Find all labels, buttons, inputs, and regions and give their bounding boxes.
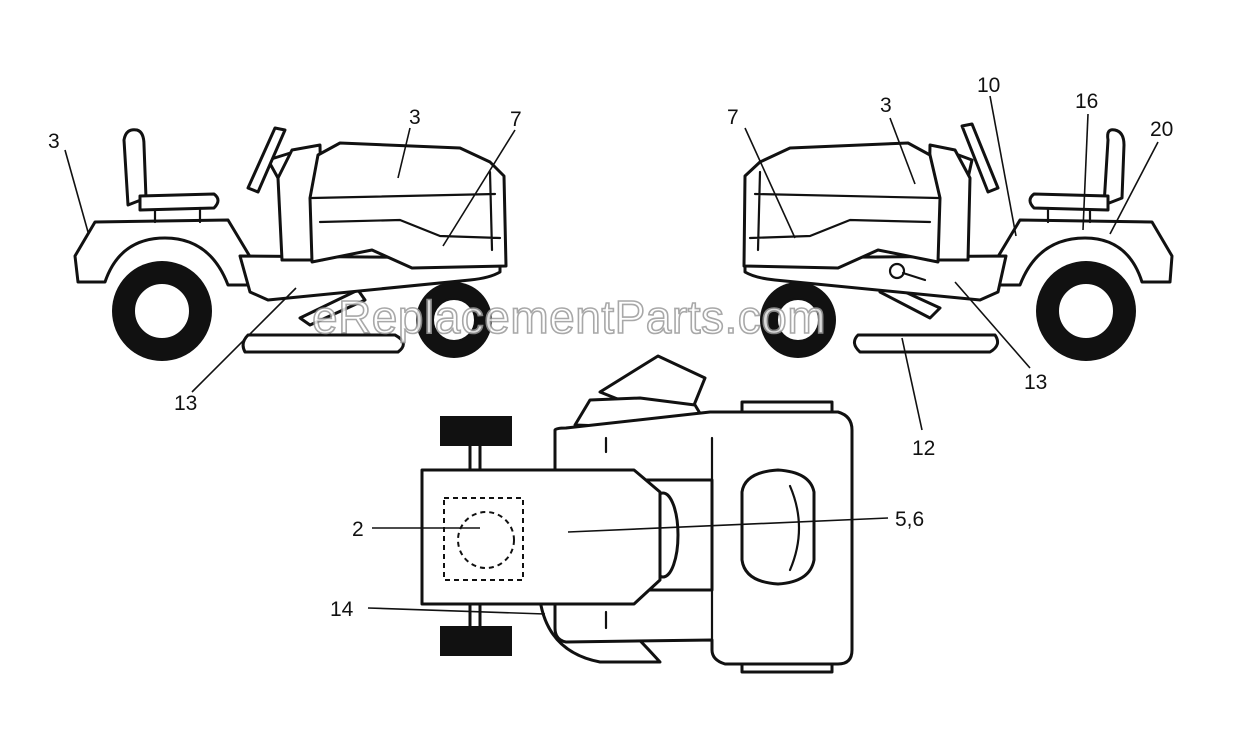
right-seat-support [1046,206,1092,224]
left-leader-grille [442,129,516,247]
right-leader-dash [989,95,1017,237]
callout-left-hood: 3 [409,106,421,129]
top-front-wheel-left [440,416,512,446]
top-hood-decal-circle [457,511,515,569]
left-seat-cushion [138,192,220,212]
callout-left-seat-fender: 3 [48,130,60,153]
left-deck-chute [298,288,367,327]
right-hood-crease [748,170,940,252]
callout-left-grille: 7 [510,108,522,131]
right-mower-deck [853,333,1000,354]
left-leader-deck [191,287,297,393]
callout-right-grille: 7 [727,106,739,129]
right-key-decal [888,262,927,282]
callout-right-seat: 16 [1075,90,1098,113]
callout-left-deck: 13 [174,392,197,415]
right-leader-grille [744,127,796,239]
left-steering-wheel [246,126,287,194]
top-hood [420,468,662,606]
top-leader-hood [567,517,889,533]
right-front-wheel [760,282,836,358]
right-leader-seat [1082,113,1089,231]
right-rear-fender [994,218,1174,287]
top-rear-bumper-left [740,400,834,414]
top-seat-edge [788,484,801,572]
left-rear-wheel [112,261,212,361]
right-hood [742,141,942,270]
right-leader-deck [954,281,1031,369]
watermark: eReplacementParts.com [312,291,826,343]
left-seat-back [122,128,148,207]
callout-right-hood: 3 [880,94,892,117]
left-front-wheel [416,282,492,358]
mower-right-side-view [742,95,1174,431]
right-rear-wheel [1036,261,1136,361]
callout-labels: 3 3 7 13 7 3 10 16 20 13 12 2 5,6 14 [48,74,1173,621]
top-seat [740,468,816,586]
right-leader-hood [889,117,916,185]
callout-right-deck: 13 [1024,371,1047,394]
top-front-axle-right [468,600,482,630]
top-leader-deck-front [367,607,546,615]
left-leader-hood [397,127,411,179]
callout-top-deck-front: 14 [330,598,354,621]
left-hood-crease [310,170,502,252]
right-steering-wheel [960,122,1000,194]
left-hood [308,141,508,270]
callout-top-hood: 5,6 [895,508,924,531]
mower-top-view [367,354,889,674]
left-leader-seat-fender [64,149,89,233]
callout-right-dash: 10 [977,74,1000,97]
right-seat-back [1102,128,1126,207]
top-front-wheel-right [440,626,512,656]
right-seat-cushion [1028,192,1110,212]
left-seat-support [153,206,202,224]
top-rear-bumper-right [740,662,834,674]
mower-left-side-view [64,126,516,393]
callout-right-chute: 12 [912,437,935,460]
left-rear-fender [73,218,254,287]
right-leader-chute [901,337,923,431]
right-leader-fender [1109,141,1159,235]
callout-right-fender: 20 [1150,118,1173,141]
callout-top-circle: 2 [352,518,364,541]
